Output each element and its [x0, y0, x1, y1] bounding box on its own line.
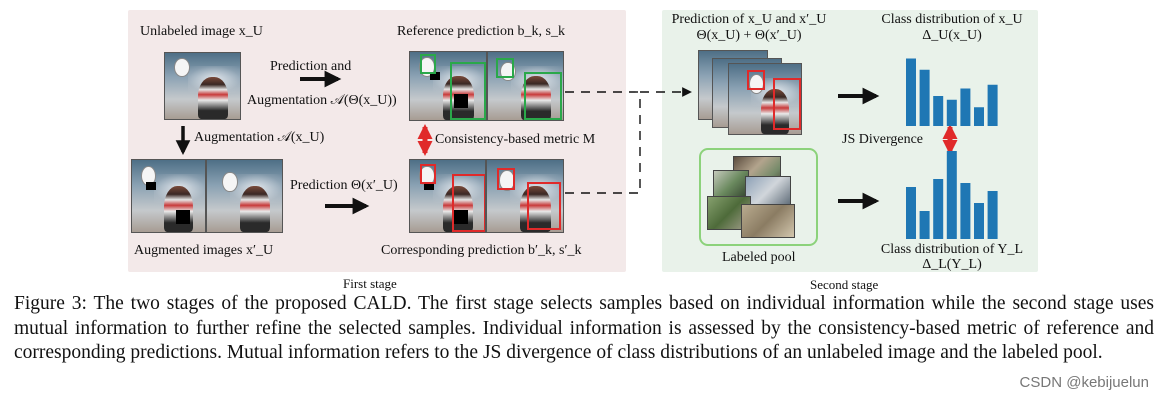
prediction-box [747, 70, 765, 90]
corresponding-box [497, 168, 515, 190]
corresponding-box [527, 182, 561, 230]
prediction-and-label: Prediction and [270, 59, 352, 74]
labeled-image [745, 176, 791, 206]
histogram-bar-labeled [960, 183, 971, 239]
prediction-sum-label: Θ(x_U) + Θ(x′_U) [696, 28, 802, 43]
histogram-bar-unlabeled [987, 84, 998, 126]
corresponding-box [452, 174, 485, 232]
corresponding-box [420, 164, 436, 184]
labeled-pool-box [699, 148, 818, 246]
augmentation-label: Augmentation 𝒜(x_U) [194, 130, 325, 145]
histogram-bar-unlabeled [960, 88, 971, 126]
prediction-of-label: Prediction of x_U and x′_U [671, 12, 827, 27]
prediction-box [773, 78, 801, 130]
consistency-metric-label: Consistency-based metric M [435, 132, 596, 147]
histogram-bar-labeled [987, 191, 998, 239]
corresponding-prediction-image-1 [409, 159, 486, 233]
histogram-bar-labeled [906, 187, 916, 239]
histogram-bar-unlabeled [946, 99, 957, 126]
class-distribution-unlabeled-histogram [906, 58, 998, 126]
augmented-image-2 [206, 159, 283, 233]
second-stage-label: Second stage [810, 277, 879, 292]
reference-prediction-image-1 [409, 51, 487, 121]
corresponding-prediction-label: Corresponding prediction b′_k, s′_k [381, 243, 582, 258]
histogram-bar-labeled [933, 179, 944, 239]
histogram-bar-labeled [974, 203, 984, 239]
unlabeled-image [164, 52, 241, 120]
class-distribution-labeled-histogram [906, 151, 998, 239]
figure-caption: Figure 3: The two stages of the proposed… [14, 293, 1154, 363]
prediction-prime-label: Prediction Θ(x′_U) [290, 178, 398, 193]
corresponding-prediction-image-2 [486, 159, 564, 233]
augmented-image-1 [131, 159, 206, 233]
histogram-bar-unlabeled [933, 96, 944, 126]
dashed-connector-corresponding [565, 87, 692, 194]
reference-box [420, 54, 436, 74]
reference-prediction-image-2 [487, 51, 564, 121]
augmented-images-label: Augmented images x′_U [134, 243, 274, 258]
augmentation-of-prediction-label: Augmentation 𝒜(Θ(x_U)) [247, 93, 397, 108]
reference-box [524, 72, 562, 120]
first-stage-label: First stage [343, 276, 397, 291]
histogram-bar-labeled [946, 151, 957, 239]
class-distribution-unlabeled-title: Class distribution of x_U [881, 12, 1023, 27]
reference-box [450, 62, 486, 120]
class-distribution-labeled-symbol: Δ_L(Y_L) [922, 257, 982, 272]
labeled-pool-label: Labeled pool [722, 250, 796, 265]
histogram-bar-unlabeled [974, 107, 984, 126]
stacked-prediction-image-3 [728, 63, 802, 135]
js-divergence-label: JS Divergence [842, 132, 923, 147]
unlabeled-image-label: Unlabeled image x_U [140, 24, 263, 39]
histogram-bar-labeled [919, 211, 930, 239]
histogram-bar-unlabeled [906, 58, 916, 126]
class-distribution-labeled-title: Class distribution of Y_L [880, 242, 1024, 257]
labeled-image [741, 204, 795, 238]
histogram-bar-unlabeled [919, 69, 930, 126]
watermark: CSDN @kebijuelun [1019, 374, 1149, 391]
reference-prediction-label: Reference prediction b_k, s_k [397, 24, 565, 39]
reference-box [496, 58, 514, 78]
class-distribution-unlabeled-symbol: Δ_U(x_U) [922, 28, 982, 43]
